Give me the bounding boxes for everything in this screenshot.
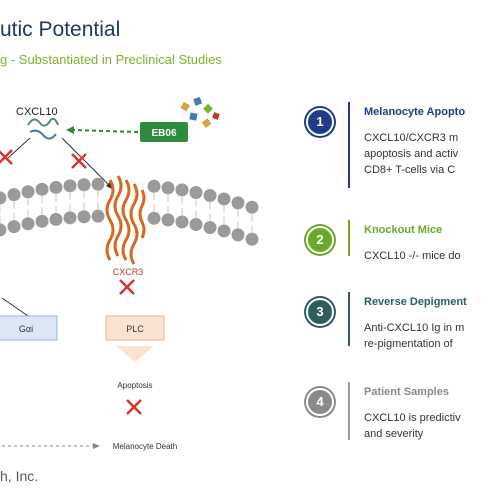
step-divider xyxy=(348,382,350,440)
step-title: Knockout Mice xyxy=(364,224,443,236)
step-description-line: re-pigmentation of xyxy=(364,338,453,350)
cxcl10-label: CXCL10 xyxy=(16,106,58,118)
lipid-head xyxy=(175,215,189,229)
step-divider xyxy=(348,102,350,188)
lipid-head xyxy=(49,180,63,194)
lipid-head xyxy=(63,211,77,225)
lipid-head xyxy=(49,212,63,226)
step-title: Patient Samples xyxy=(364,386,449,398)
lipid-head xyxy=(161,181,175,195)
step-number: 4 xyxy=(316,394,324,409)
lipid-head xyxy=(245,232,259,246)
lipid-head xyxy=(217,224,231,238)
mechanism-diagram: CXCL10 EB06 CXCR3 Gαi PLC xyxy=(0,96,259,451)
step-divider xyxy=(348,292,350,346)
g-protein-label: Gαi xyxy=(19,324,33,334)
step-number: 2 xyxy=(316,232,324,247)
lipid-head xyxy=(231,228,245,242)
company-footer: h, Inc. xyxy=(0,468,39,484)
apoptosis-label: Apoptosis xyxy=(117,381,152,390)
cell-membrane xyxy=(0,177,259,246)
cxcl10-protein-icon xyxy=(27,117,59,140)
lipid-head xyxy=(217,192,231,206)
g-protein-box xyxy=(0,315,58,341)
lipid-head xyxy=(245,200,259,214)
lipid-head xyxy=(203,221,217,234)
block-x-icon xyxy=(126,399,142,415)
step-description-line: CXCL10 is predictiv xyxy=(364,412,461,424)
plc-label: PLC xyxy=(126,324,144,334)
step-number-badge: 4 xyxy=(306,388,334,416)
lipid-head xyxy=(63,179,77,193)
lipid-head xyxy=(21,217,35,231)
cxcr3-receptor-icon xyxy=(105,175,146,265)
block-x-icon xyxy=(71,153,87,169)
lipid-head xyxy=(91,209,105,223)
step-description-line: CXCL10/CXCR3 m xyxy=(364,132,459,144)
lipid-head xyxy=(147,179,161,193)
lipid-head xyxy=(175,183,189,197)
lipid-head xyxy=(35,214,49,228)
lipid-head xyxy=(0,191,7,205)
step-description-line: and severity xyxy=(364,428,424,440)
lipid-head xyxy=(189,186,203,200)
antibody-molecules-icon xyxy=(180,96,220,128)
step-title: Reverse Depigment xyxy=(364,296,467,308)
lipid-head xyxy=(21,185,35,199)
step-number: 1 xyxy=(316,114,324,129)
lipid-head xyxy=(91,177,105,191)
step-number-badge: 2 xyxy=(306,226,334,254)
block-x-icon xyxy=(0,149,13,165)
plc-box xyxy=(105,315,165,341)
step-number-badge: 3 xyxy=(306,298,334,326)
lipid-head xyxy=(203,189,217,202)
lipid-head xyxy=(77,210,91,224)
step-title: Melanocyte Apopto xyxy=(364,106,466,118)
step-number-badge: 1 xyxy=(306,108,334,136)
melanocyte-death-label: Melanocyte Death xyxy=(113,442,177,451)
step-description-line: Anti-CXCL10 Ig in m xyxy=(364,322,465,334)
step-description-line: CD8+ T-cells via C xyxy=(364,164,456,176)
slide-title: utic Potential xyxy=(0,18,121,41)
step-number: 3 xyxy=(316,304,324,319)
eb06-label: EB06 xyxy=(151,128,176,139)
cxcr3-label: CXCR3 xyxy=(113,267,144,277)
lipid-head xyxy=(7,220,21,234)
lipid-head xyxy=(189,218,203,232)
block-x-icon xyxy=(119,279,135,295)
down-chevron-icon xyxy=(116,346,154,362)
slide-subtitle: g - Substantiated in Preclinical Studies xyxy=(0,52,222,67)
step-description-line: apoptosis and activ xyxy=(364,148,459,160)
lipid-head xyxy=(147,211,161,225)
lipid-head xyxy=(0,223,7,237)
step-description-line: CXCL10 -/- mice do xyxy=(364,250,461,262)
lipid-head xyxy=(231,196,245,210)
lipid-head xyxy=(77,178,91,192)
lipid-head xyxy=(161,213,175,227)
eb06-drug-box xyxy=(140,122,188,142)
lipid-head xyxy=(7,188,21,202)
lipid-head xyxy=(35,182,49,196)
step-divider xyxy=(348,220,350,256)
